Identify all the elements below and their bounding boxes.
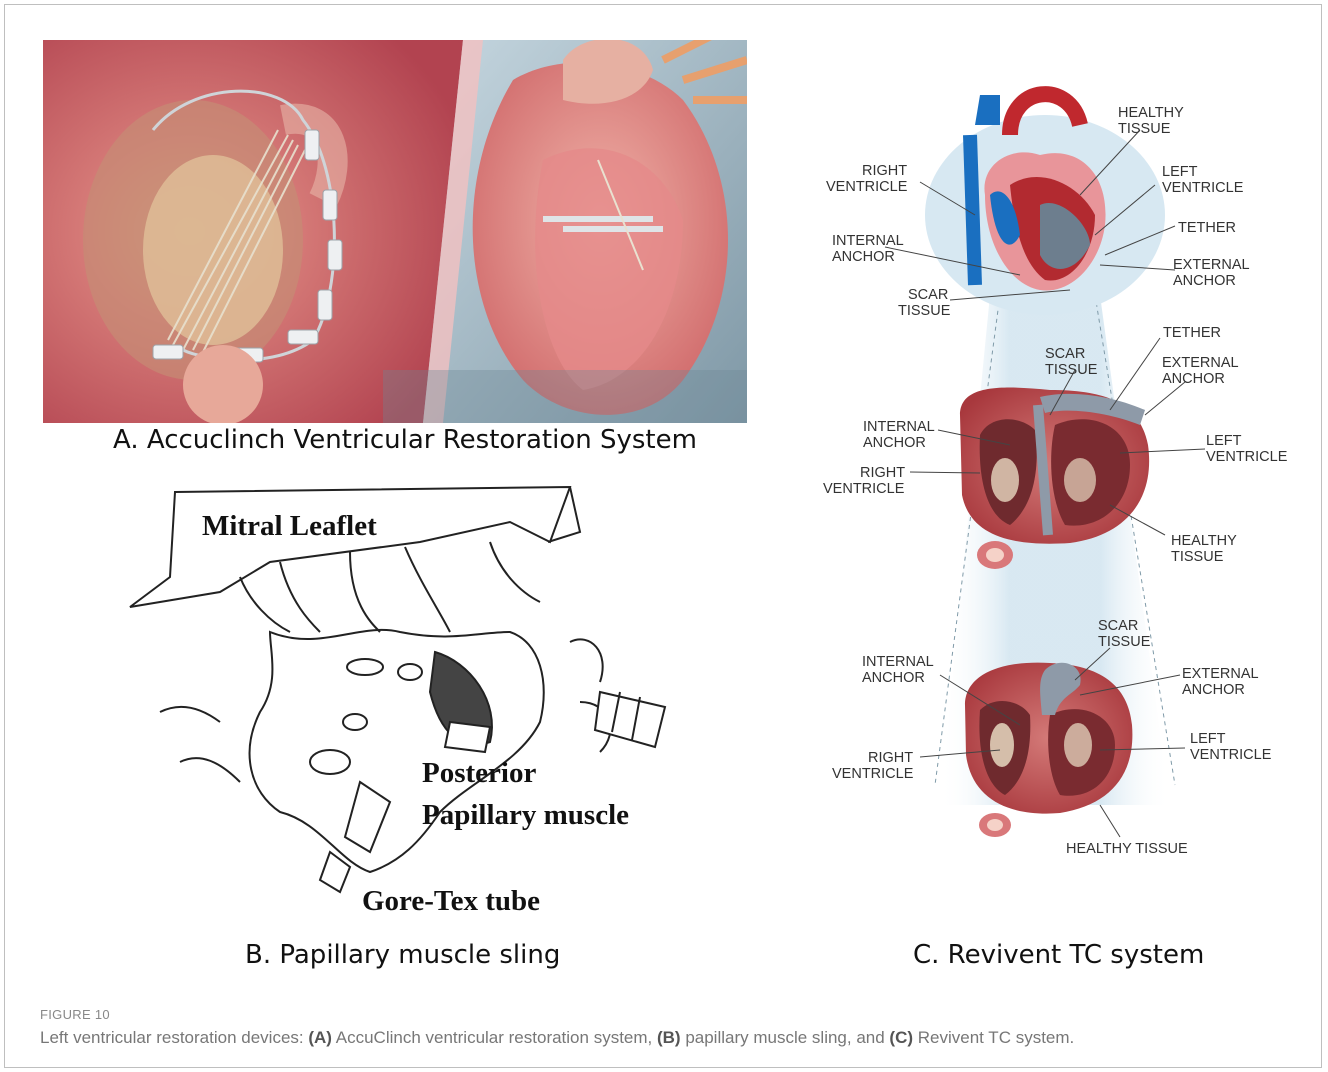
caption-lead: Left ventricular restoration devices: bbox=[40, 1028, 308, 1047]
label-right-ventricle-middle: RIGHT bbox=[860, 465, 905, 481]
label-internal-anchor-middle-2: ANCHOR bbox=[863, 435, 926, 451]
label-scar-tissue-bottom-2: TISSUE bbox=[1098, 634, 1151, 650]
label-left-ventricle-bottom-2: VENTRICLE bbox=[1190, 747, 1272, 763]
label-left-ventricle-bottom: LEFT bbox=[1190, 731, 1226, 747]
label-scar-tissue-bottom: SCAR bbox=[1098, 618, 1138, 634]
label-scar-tissue-top-2: TISSUE bbox=[898, 303, 951, 319]
figure-caption: Left ventricular restoration devices: (A… bbox=[40, 1028, 1074, 1048]
label-right-ventricle-middle-2: VENTRICLE bbox=[823, 481, 905, 497]
label-external-anchor-top: EXTERNAL bbox=[1173, 257, 1250, 273]
label-internal-anchor-middle: INTERNAL bbox=[863, 419, 935, 435]
label-internal-anchor-top-2: ANCHOR bbox=[832, 249, 895, 265]
label-external-anchor-bottom: EXTERNAL bbox=[1182, 666, 1259, 682]
label-healthy-tissue-top: HEALTHY bbox=[1118, 105, 1184, 121]
label-healthy-tissue-middle-2: TISSUE bbox=[1171, 549, 1224, 565]
label-right-ventricle-top-2: VENTRICLE bbox=[826, 179, 908, 195]
label-internal-anchor-bottom-2: ANCHOR bbox=[862, 670, 925, 686]
label-external-anchor-bottom-2: ANCHOR bbox=[1182, 682, 1245, 698]
label-left-ventricle-top: LEFT bbox=[1162, 164, 1198, 180]
label-scar-tissue-top: SCAR bbox=[908, 287, 948, 303]
caption-tag-b: (B) bbox=[657, 1028, 681, 1047]
label-healthy-tissue-middle: HEALTHY bbox=[1171, 533, 1237, 549]
label-left-ventricle-middle: LEFT bbox=[1206, 433, 1242, 449]
label-mitral-leaflet: Mitral Leaflet bbox=[202, 510, 377, 542]
label-left-ventricle-middle-2: VENTRICLE bbox=[1206, 449, 1288, 465]
panel-b-caption: B. Papillary muscle sling bbox=[245, 940, 560, 970]
label-internal-anchor-bottom: INTERNAL bbox=[862, 654, 934, 670]
label-right-ventricle-bottom-2: VENTRICLE bbox=[832, 766, 914, 782]
panel-a-image bbox=[43, 40, 747, 423]
label-gore-tex-tube: Gore-Tex tube bbox=[362, 885, 540, 917]
panel-c-illustration: HEALTHY TISSUE RIGHT VENTRICLE LEFT VENT… bbox=[810, 85, 1310, 880]
label-tether-middle: TETHER bbox=[1163, 325, 1221, 341]
label-internal-anchor-top: INTERNAL bbox=[832, 233, 904, 249]
label-posterior: Posterior bbox=[422, 757, 536, 789]
label-healthy-tissue-bottom: HEALTHY TISSUE bbox=[1066, 841, 1188, 857]
label-right-ventricle-bottom: RIGHT bbox=[868, 750, 913, 766]
panel-a-caption: A. Accuclinch Ventricular Restoration Sy… bbox=[113, 425, 697, 455]
label-right-ventricle-top: RIGHT bbox=[862, 163, 907, 179]
panel-b-drawing: Mitral Leaflet Posterior Papillary muscl… bbox=[120, 482, 680, 922]
label-external-anchor-middle-2: ANCHOR bbox=[1162, 371, 1225, 387]
label-left-ventricle-top-2: VENTRICLE bbox=[1162, 180, 1244, 196]
label-external-anchor-top-2: ANCHOR bbox=[1173, 273, 1236, 289]
label-papillary-muscle: Papillary muscle bbox=[422, 799, 629, 831]
panel-c-caption: C. Revivent TC system bbox=[913, 940, 1204, 970]
caption-text-a: AccuClinch ventricular restoration syste… bbox=[332, 1028, 657, 1047]
caption-text-b: papillary muscle sling, and bbox=[681, 1028, 890, 1047]
figure-label: FIGURE 10 bbox=[40, 1007, 110, 1022]
label-tether-top: TETHER bbox=[1178, 220, 1236, 236]
caption-tag-a: (A) bbox=[308, 1028, 332, 1047]
caption-tag-c: (C) bbox=[889, 1028, 913, 1047]
label-scar-tissue-middle: SCAR bbox=[1045, 346, 1085, 362]
caption-text-c: Revivent TC system. bbox=[913, 1028, 1074, 1047]
label-scar-tissue-middle-2: TISSUE bbox=[1045, 362, 1098, 378]
label-external-anchor-middle: EXTERNAL bbox=[1162, 355, 1239, 371]
label-healthy-tissue-top-2: TISSUE bbox=[1118, 121, 1171, 137]
